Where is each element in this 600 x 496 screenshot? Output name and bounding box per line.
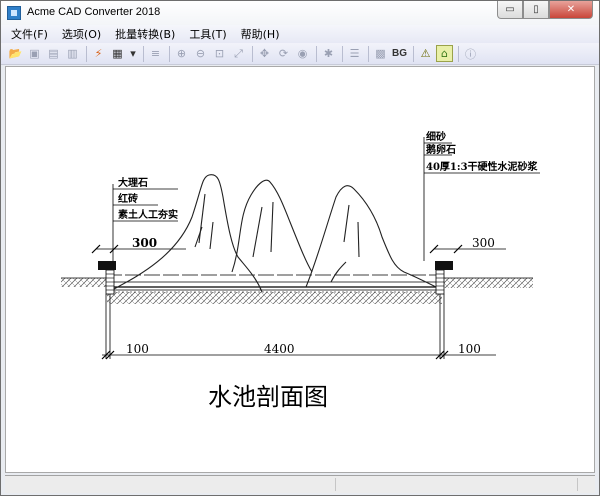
zoom-window-icon[interactable]: ⊡ xyxy=(214,47,225,60)
dim-bottom-center: 4400 xyxy=(264,342,295,356)
ground-hatch-right xyxy=(443,278,533,288)
dim-bottom-left: 100 xyxy=(126,342,149,356)
text-icon[interactable]: ☰ xyxy=(349,47,360,60)
label-marble: 大理石 xyxy=(118,176,148,189)
dim-top-left: 300 xyxy=(132,236,157,250)
dim-top-right: 300 xyxy=(472,236,495,250)
status-pane-divider xyxy=(335,478,336,491)
toolbar-separator xyxy=(458,45,459,62)
drawing-title: 水池剖面图 xyxy=(208,383,328,411)
zoom-extents-icon[interactable]: ⤢ xyxy=(234,46,243,60)
left-coping-stone xyxy=(98,261,116,270)
pool-bottom-hatch xyxy=(107,292,442,304)
toolbar-separator xyxy=(316,45,317,62)
label-mortar: 40厚1:3干硬性水泥砂浆 xyxy=(426,160,539,173)
open-icon[interactable]: 📂 xyxy=(8,47,23,60)
color-icon[interactable]: ▩ xyxy=(375,47,386,60)
app-icon xyxy=(7,6,21,20)
label-pebbles: 鹅卵石 xyxy=(426,143,456,156)
drawing-canvas[interactable]: 大理石 红砖 素土人工夯实 细砂 鹅卵石 40厚1:3干硬性水泥砂浆 300 3… xyxy=(5,66,595,473)
background-button[interactable]: BG xyxy=(392,48,407,59)
menu-options[interactable]: 选项(O) xyxy=(61,28,102,41)
minimize-button[interactable]: ▭ xyxy=(497,1,523,19)
title-bar: Acme CAD Converter 2018 ▭ ▯ ✕ xyxy=(1,1,599,25)
info-icon[interactable]: ⓘ xyxy=(465,47,476,61)
toolbar-separator xyxy=(413,45,414,62)
right-coping-stone xyxy=(435,261,453,270)
toolbar-separator xyxy=(368,45,369,62)
label-fine-sand: 细砂 xyxy=(426,130,446,143)
print-icon[interactable]: ▤ xyxy=(48,47,59,60)
menu-batch-convert[interactable]: 批量转换(B) xyxy=(115,28,176,41)
rotate-icon[interactable]: ⟳ xyxy=(278,47,289,60)
toolbar-separator xyxy=(143,45,144,62)
toolbar-separator xyxy=(86,45,87,62)
menu-tools[interactable]: 工具(T) xyxy=(189,28,227,41)
status-pane-divider xyxy=(577,478,578,491)
menu-bar: 文件(F) 选项(O) 批量转换(B) 工具(T) 帮助(H) xyxy=(1,25,599,43)
window-controls: ▭ ▯ ✕ xyxy=(497,1,593,20)
toolbar-separator xyxy=(342,45,343,62)
label-red-brick: 红砖 xyxy=(118,192,138,205)
toolbar: 📂 ▣ ▤ ▥ ⚡ ▦ ▾ ≡ ⊕ ⊖ ⊡ ⤢ ✥ ⟳ ◉ ✱ ☰ ▩ BG ⚠… xyxy=(1,43,599,65)
ground-hatch-left xyxy=(61,278,106,287)
cad-drawing: 大理石 红砖 素土人工夯实 细砂 鹅卵石 40厚1:3干硬性水泥砂浆 300 3… xyxy=(61,130,540,411)
toolbar-separator xyxy=(169,45,170,62)
zoom-in-icon[interactable]: ⊕ xyxy=(176,47,187,60)
print-preview-icon[interactable]: ▥ xyxy=(67,47,78,60)
status-bar xyxy=(5,475,595,493)
dropdown-icon[interactable]: ▾ xyxy=(130,47,136,60)
rockery xyxy=(113,174,437,293)
layers-icon[interactable]: ≡ xyxy=(150,47,161,60)
batch-icon[interactable]: ▦ xyxy=(112,47,123,60)
dim-bottom-right: 100 xyxy=(458,342,481,356)
toolbar-separator xyxy=(252,45,253,62)
menu-file[interactable]: 文件(F) xyxy=(11,28,48,41)
zoom-out-icon[interactable]: ⊖ xyxy=(195,47,206,60)
menu-help[interactable]: 帮助(H) xyxy=(240,28,280,41)
view-icon[interactable]: ◉ xyxy=(297,47,308,60)
settings-icon[interactable]: ✱ xyxy=(323,47,334,60)
close-button[interactable]: ✕ xyxy=(549,1,593,19)
maximize-button[interactable]: ▯ xyxy=(523,1,549,19)
window-title: Acme CAD Converter 2018 xyxy=(27,6,161,18)
home-icon[interactable]: ⌂ xyxy=(436,45,453,62)
convert-icon[interactable]: ⚡ xyxy=(94,47,103,60)
save-icon[interactable]: ▣ xyxy=(29,47,40,60)
warning-icon[interactable]: ⚠ xyxy=(420,47,431,60)
pan-icon[interactable]: ✥ xyxy=(259,47,270,60)
label-compacted-soil: 素土人工夯实 xyxy=(118,208,178,221)
